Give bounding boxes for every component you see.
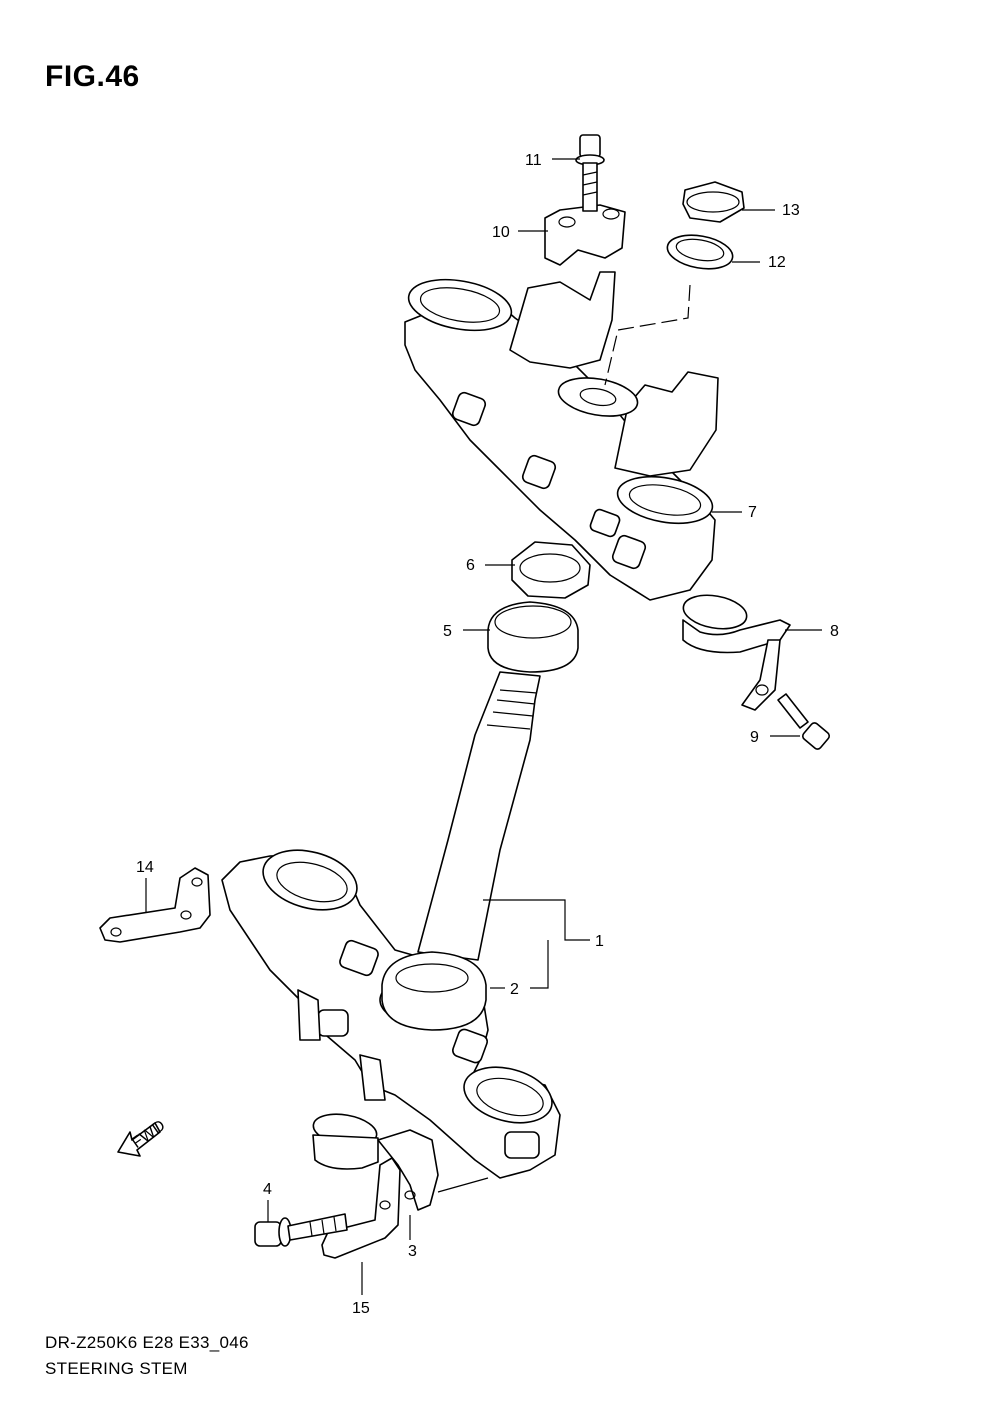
steering-bearing-upper <box>487 601 579 673</box>
steering-stem <box>417 671 541 961</box>
steering-stem-nut <box>682 181 745 223</box>
callout-9: 9 <box>750 729 759 746</box>
callout-5: 5 <box>443 623 452 640</box>
lower-bearing <box>381 951 487 1031</box>
cable-clamp <box>312 1113 439 1211</box>
callout-10: 10 <box>492 224 510 241</box>
washer <box>666 234 734 270</box>
callout-3: 3 <box>408 1243 417 1260</box>
holder-bolt <box>575 134 605 212</box>
callout-6: 6 <box>466 557 475 574</box>
fwd-arrow-icon: FWD <box>117 1117 169 1157</box>
guide-bolt <box>777 693 831 750</box>
callout-11: 11 <box>525 152 542 169</box>
callout-12: 12 <box>768 254 786 271</box>
callout-1: 1 <box>595 933 604 950</box>
upper-bracket <box>404 271 719 601</box>
callout-2: 2 <box>510 981 519 998</box>
figure-caption: STEERING STEM <box>45 1359 188 1378</box>
callout-15: 15 <box>352 1300 370 1317</box>
figure-title: FIG.46 <box>45 60 140 93</box>
cable-guide <box>682 594 791 711</box>
callout-4: 4 <box>263 1181 272 1198</box>
bracket-left <box>99 867 211 943</box>
bracket-lower <box>321 1157 401 1259</box>
handlebar-holder <box>544 204 626 266</box>
model-code: DR-Z250K6 E28 E33_046 <box>45 1333 249 1352</box>
callout-14: 14 <box>136 859 154 876</box>
fwd-label: FWD <box>129 1117 169 1152</box>
callout-13: 13 <box>782 202 800 219</box>
leader-lines <box>145 158 822 1295</box>
callout-7: 7 <box>748 504 757 521</box>
steering-lock-nut <box>511 541 591 599</box>
callout-labels: 11 10 13 12 7 6 5 8 9 14 1 2 4 3 15 <box>136 152 839 1317</box>
callout-8: 8 <box>830 623 839 640</box>
